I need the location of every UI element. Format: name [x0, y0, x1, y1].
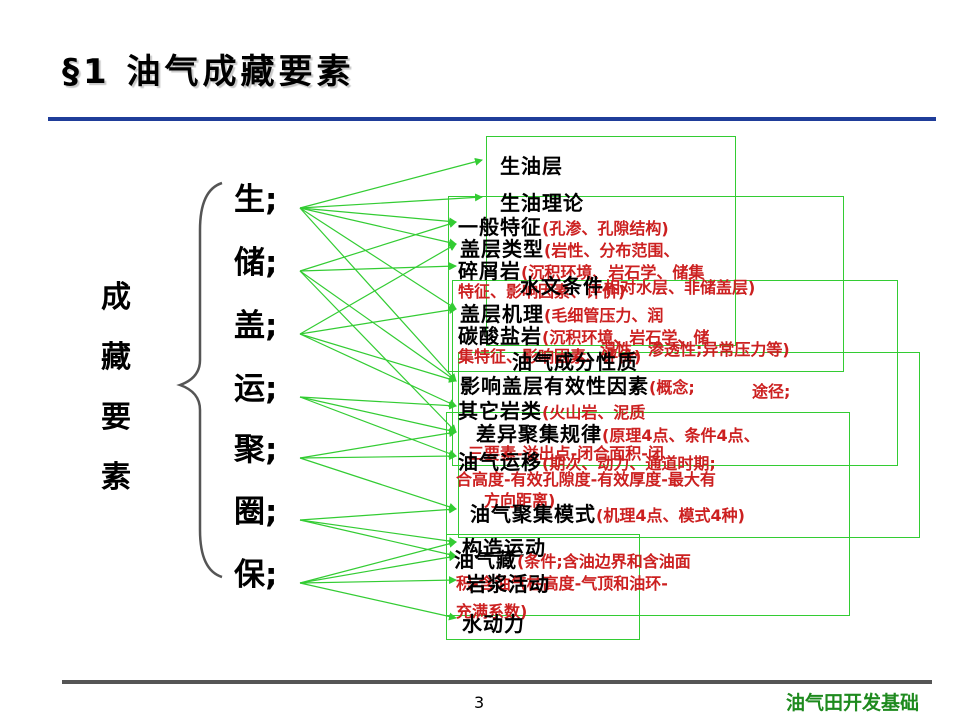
- side-label-char: 成: [101, 280, 131, 315]
- connector-arrow: [299, 207, 457, 226]
- connector-arrow: [299, 207, 457, 310]
- category-bao: 保;: [234, 557, 278, 593]
- box-label: 盖层类型(岩性、分布范围、: [460, 237, 680, 261]
- connector-arrow: [299, 396, 457, 410]
- box-label: 构造运动: [462, 536, 546, 560]
- page-title: §1 油气成藏要素: [62, 52, 355, 92]
- connector-arrow: [299, 207, 457, 382]
- connector-arrow: [299, 270, 457, 382]
- title-rule: [48, 117, 936, 121]
- frame-box: [448, 196, 844, 372]
- connector-arrow: [299, 539, 457, 584]
- category-yun: 运;: [234, 371, 278, 407]
- connector-arrow: [299, 306, 457, 335]
- frame-box: [486, 136, 736, 346]
- connector-arrow: [299, 457, 457, 511]
- box-label: 影响盖层有效性因素(概念;: [460, 374, 695, 398]
- connector-arrow: [299, 333, 457, 407]
- box-label: 油气成分性质: [512, 350, 638, 374]
- side-label-char: 要: [101, 400, 131, 435]
- connector-arrow: [299, 396, 457, 458]
- note-text: 特征、影响因素、评价): [458, 282, 626, 301]
- box-label: 油气运移(期次、动力、通道时期;: [458, 450, 716, 474]
- connector-arrow: [299, 519, 457, 545]
- note-text: 方向距离): [484, 491, 556, 510]
- note-text: 充满系数): [456, 602, 528, 621]
- box-label: 差异聚集规律(原理4点、条件4点、: [476, 422, 760, 446]
- connector-arrow: [299, 519, 457, 559]
- box-label: 一般特征(孔渗、孔隙结构): [458, 215, 669, 239]
- box-label: 盖层机理(毛细管压力、润: [460, 302, 664, 326]
- category-quan: 圈;: [234, 494, 278, 530]
- box-label: 生油层: [500, 154, 563, 178]
- note-text: 湿性、渗透性;异常压力等): [600, 340, 790, 359]
- connector-arrow: [299, 262, 457, 272]
- box-label: 生油理论: [500, 191, 584, 215]
- frame-box: [446, 412, 850, 616]
- category-sheng: 生;: [234, 182, 278, 218]
- category-ju: 聚;: [234, 432, 278, 468]
- box-label: 油气藏(条件;含油边界和含油面: [454, 548, 691, 572]
- side-label-char: 素: [101, 460, 131, 495]
- connector-arrow: [299, 270, 457, 433]
- connector-arrow: [299, 396, 457, 435]
- connector-arrow: [299, 207, 457, 247]
- connector-arrow: [299, 429, 457, 459]
- connector-arrow: [299, 505, 457, 521]
- note-text: 集特征、影响因素、评价): [458, 347, 642, 366]
- note-text: 三要素-溢出点-闭合面积-闭: [468, 444, 664, 463]
- footer-rule: [62, 680, 932, 684]
- category-chu: 储;: [234, 245, 278, 281]
- side-label: 成 藏 要 素: [96, 268, 136, 508]
- connector-arrow: [299, 333, 457, 383]
- box-label: 其它岩类(火山岩、泥质: [458, 399, 646, 423]
- connector-arrow: [299, 452, 457, 461]
- connector-arrow: [299, 220, 457, 272]
- connector-arrow: [299, 576, 457, 585]
- box-label: 水文条件相对水层、非储盖层): [520, 274, 756, 298]
- side-label-char: 藏: [101, 340, 131, 375]
- box-label: 油气聚集模式(机理4点、模式4种): [470, 502, 745, 526]
- note-text: 积-含油气柱高度-气顶和油环-: [456, 574, 668, 593]
- brace: [176, 181, 223, 579]
- connector-arrow: [299, 193, 483, 209]
- page-number: 3: [474, 693, 485, 712]
- arrow-group: [299, 157, 483, 621]
- connector-arrow: [299, 553, 457, 584]
- note-text: 途径;: [752, 382, 791, 401]
- box-label: 岩浆活动: [466, 572, 550, 596]
- connector-arrow: [299, 157, 483, 209]
- category-gai: 盖;: [234, 308, 278, 344]
- box-label: 碎屑岩(沉积环境、岩石学、储集: [458, 259, 705, 283]
- footer-title: 油气田开发基础: [786, 692, 920, 714]
- box-label: 碳酸盐岩(沉积环境、岩石学、储: [458, 324, 710, 348]
- box-label: 水动力: [462, 612, 525, 636]
- connector-arrow: [299, 243, 457, 335]
- connector-arrow: [299, 582, 457, 621]
- frame-box: [452, 280, 898, 466]
- note-text: 合高度-有效孔隙度-有效厚度-最大有: [456, 470, 716, 489]
- frame-box: [458, 352, 920, 538]
- frame-box: [446, 534, 640, 640]
